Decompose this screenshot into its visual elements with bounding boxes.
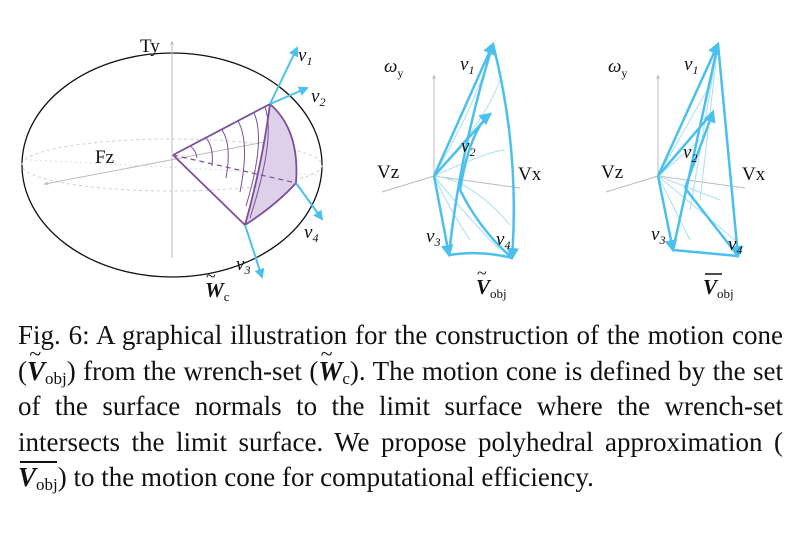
v3-label: v3: [426, 226, 440, 249]
caption-symbol-polyhedral: Vobj: [18, 460, 58, 494]
v3-label: v3: [236, 254, 250, 277]
limit-surface-equator: [21, 138, 323, 192]
wrench-set-panel: Ty Fz v1 v2 v3 v4 Wc ~: [21, 36, 325, 304]
vx-axis: [433, 175, 521, 189]
polyhedral-cone-edges: [656, 41, 744, 259]
v2-label: v2: [683, 142, 697, 165]
wrench-set-cone: [172, 103, 298, 226]
vx-label: Vx: [742, 164, 766, 185]
motion-cone-panel: ωy Vz Vx v1 v2 v3 v4 Vobj ~: [377, 41, 542, 301]
figure-caption: Fig. 6: A graphical illustration for the…: [18, 318, 783, 496]
motion-cone-edges: [432, 41, 519, 261]
v4-label: v4: [728, 234, 742, 257]
caption-text-1: A graphical illustration for the constru…: [18, 320, 783, 386]
wrench-set-ribs: [189, 106, 269, 219]
omega-label: ωy: [608, 56, 627, 80]
wrench-velocity-arrows: [244, 46, 324, 279]
motion-cone-tilde: ~: [477, 263, 487, 283]
caption-text-4: ) to the motion cone for computational e…: [57, 462, 594, 492]
vz-label: Vz: [377, 162, 399, 183]
omega-label: ωy: [384, 56, 403, 80]
polyhedral-cone-label: Vobj: [703, 275, 734, 301]
fz-axis-label: Fz: [95, 147, 114, 168]
caption-text-2: ) from the wrench-set (: [66, 355, 319, 386]
wrench-set-tilde: ~: [206, 266, 216, 286]
caption-symbol-wrench-set: Wc: [318, 336, 350, 390]
vz-label: Vz: [601, 162, 623, 183]
vx-label: Vx: [518, 164, 542, 185]
figure-illustration: Ty Fz v1 v2 v3 v4 Wc ~: [21, 36, 766, 304]
fz-axis: [45, 139, 276, 184]
v2-label: v2: [311, 86, 325, 109]
wrench-set-label: Wc: [205, 278, 230, 304]
v1-label: v1: [460, 54, 474, 77]
vz-axis: [605, 175, 659, 193]
ty-axis-label: Ty: [140, 36, 160, 57]
v1-label: v1: [684, 54, 698, 77]
v4-label: v4: [304, 222, 318, 245]
polyhedral-cone-panel: ωy Vz Vx v1 v2 v3 v4 Vobj: [601, 41, 766, 301]
v4-label: v4: [496, 229, 510, 252]
vz-axis: [381, 175, 435, 193]
v2-label: v2: [461, 136, 475, 159]
caption-symbol-motion-cone: Vobj: [27, 336, 67, 390]
v3-label: v3: [651, 224, 665, 247]
caption-text-3: ). The motion cone is defined by the set…: [18, 355, 783, 457]
v1-label: v1: [298, 45, 312, 68]
motion-cone-label: Vobj: [476, 275, 507, 301]
